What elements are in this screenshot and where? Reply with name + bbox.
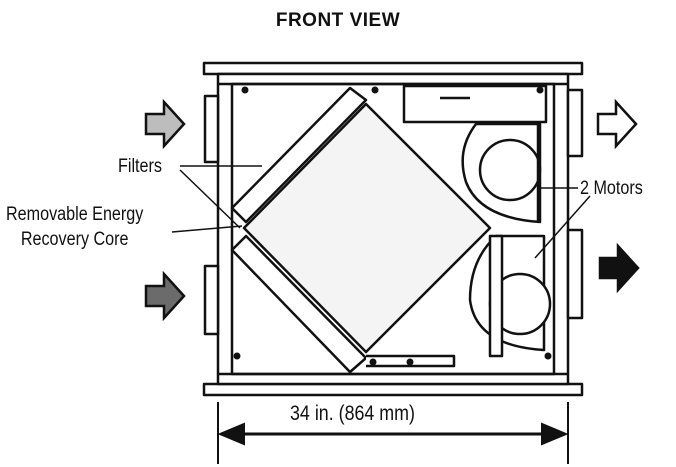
top-flange [202, 61, 584, 76]
core-label-line1: Removable Energy [6, 204, 144, 225]
motors-label: 2 Motors [580, 178, 643, 199]
core-label-line2: Recovery Core [20, 229, 129, 250]
bottom-flange [202, 382, 584, 397]
supply-outlet-arrow [598, 242, 640, 294]
mounting-holes [233, 86, 552, 366]
left-lower-collar [203, 264, 220, 336]
upper-filter [230, 86, 368, 224]
dimension-arrowhead-left [217, 422, 245, 446]
core-label: Removable Energy Recovery Core [6, 202, 143, 252]
dimension-arrowhead-right [541, 422, 569, 446]
left-upper-collar [203, 94, 220, 164]
control-box [402, 84, 548, 124]
stale-air-inlet-arrow [144, 270, 186, 322]
right-lower-collar [566, 228, 584, 320]
exhaust-outlet-arrow [596, 98, 638, 150]
motors-leader-lower [534, 195, 591, 259]
right-upper-collar [566, 88, 584, 158]
core-leader [171, 225, 243, 233]
fresh-air-inlet-arrow [144, 98, 186, 150]
upper-motor [478, 138, 542, 202]
energy-recovery-core [242, 102, 492, 354]
width-dimension-label: 34 in. (864 mm) [290, 402, 416, 425]
diagram-title: FRONT VIEW [275, 10, 401, 31]
filters-leader-lower [179, 169, 241, 229]
filters-label: Filters [118, 156, 162, 177]
